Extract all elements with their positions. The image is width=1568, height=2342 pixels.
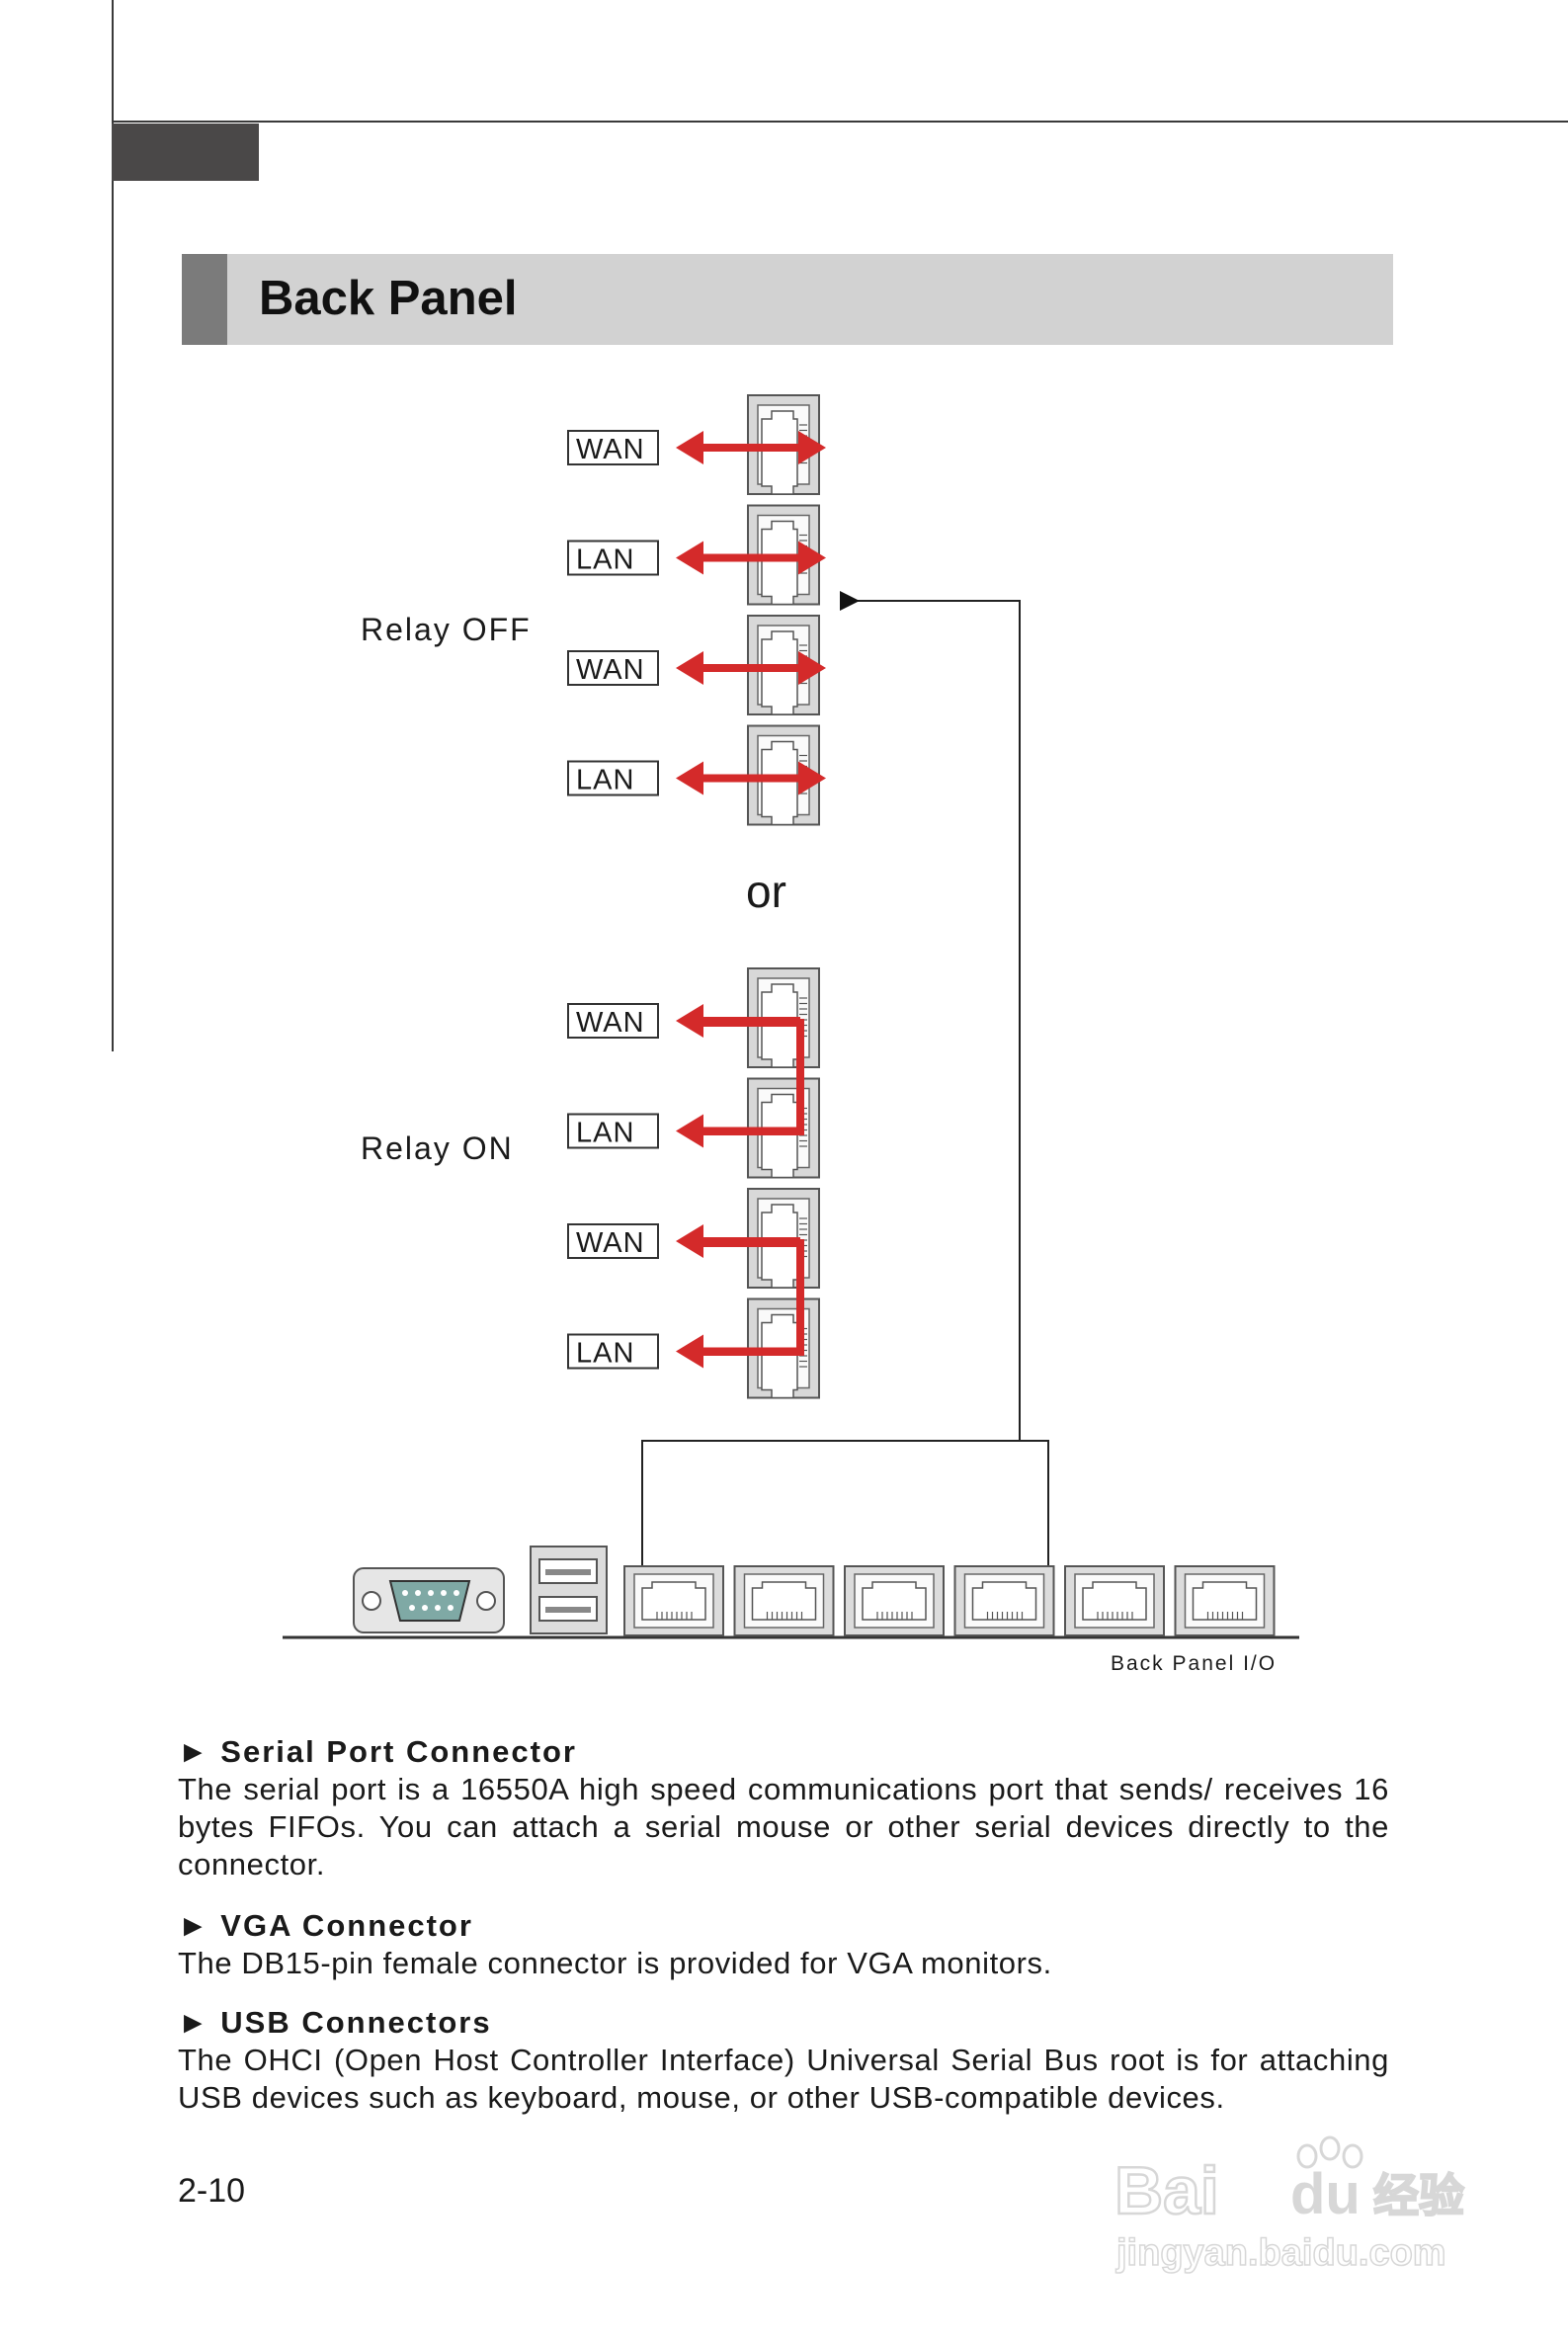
port-row: WAN bbox=[567, 1188, 820, 1289]
page-top-rule bbox=[112, 121, 1568, 123]
section-banner bbox=[182, 254, 1393, 345]
port-label-box bbox=[567, 650, 659, 686]
vga-body: The DB15-pin female connector is provide… bbox=[178, 1946, 1052, 1980]
back-panel-io: Back Panel I/O bbox=[283, 1546, 1299, 1675]
usb-body: The OHCI (Open Host Controller Interface… bbox=[178, 2043, 1389, 2115]
signal-arrow-head-left bbox=[676, 541, 703, 575]
signal-arrow-head-left bbox=[676, 431, 703, 464]
back-panel-caption: Back Panel I/O bbox=[1111, 1652, 1277, 1675]
port-row: WAN bbox=[567, 394, 826, 495]
section-banner-accent bbox=[182, 254, 227, 345]
relay-off-label: Relay OFF bbox=[361, 612, 532, 647]
port-row: WAN bbox=[567, 967, 820, 1068]
panel-lan-port bbox=[953, 1565, 1055, 1636]
serial-port-description: ► Serial Port Connector The serial port … bbox=[178, 1733, 1389, 1883]
signal-arrow-head-right bbox=[798, 541, 826, 575]
usb-connectors bbox=[530, 1546, 608, 1634]
signal-arrow-head-right bbox=[798, 761, 826, 795]
signal-arrow-head-left bbox=[676, 1114, 703, 1148]
signal-arrow-head-left bbox=[676, 761, 703, 795]
relay-on-port-group: WAN LAN WAN LAN bbox=[567, 967, 820, 1399]
panel-lan-port bbox=[844, 1565, 945, 1636]
watermark-cn: 经验 bbox=[1373, 2169, 1464, 2222]
port-label-box bbox=[567, 430, 659, 465]
relay-off-port-group: WAN LAN WAN LAN bbox=[567, 394, 826, 826]
bracket-leader-line bbox=[641, 591, 1049, 1571]
signal-arrow-head-left bbox=[676, 1224, 703, 1258]
port-row: WAN bbox=[567, 615, 826, 715]
watermark-url: jingyan.baidu.com bbox=[1115, 2232, 1446, 2274]
panel-lan-port bbox=[1174, 1565, 1276, 1636]
watermark-brand-suffix: du bbox=[1290, 2162, 1361, 2226]
relay-on-bridge-lines bbox=[692, 1019, 804, 1356]
port-row: LAN bbox=[567, 724, 826, 826]
chapter-tab bbox=[112, 124, 259, 181]
port-row: LAN bbox=[567, 504, 826, 606]
port-label: WAN bbox=[576, 1227, 645, 1259]
signal-arrow-head-left bbox=[676, 651, 703, 685]
port-label-box bbox=[567, 540, 659, 576]
serial-port-body: The serial port is a 16550A high speed c… bbox=[178, 1772, 1389, 1882]
panel-lan-port bbox=[623, 1565, 724, 1636]
signal-arrow-head-left bbox=[676, 1334, 703, 1369]
port-label-box bbox=[567, 1333, 659, 1370]
signal-arrow-head-left bbox=[676, 1004, 703, 1038]
port-label-box bbox=[567, 1003, 659, 1039]
port-label: WAN bbox=[576, 434, 645, 465]
port-label: LAN bbox=[576, 1118, 634, 1149]
port-label: LAN bbox=[576, 1338, 634, 1370]
or-label: or bbox=[746, 866, 786, 917]
usb-description: ► USB Connectors The OHCI (Open Host Con… bbox=[178, 2004, 1389, 2117]
section-title: Back Panel bbox=[259, 272, 518, 325]
port-label-box bbox=[567, 1223, 659, 1259]
signal-arrow-head-right bbox=[798, 431, 826, 464]
panel-lan-port bbox=[1064, 1565, 1165, 1636]
serial-port-heading: ► Serial Port Connector bbox=[178, 1734, 577, 1769]
baidu-watermark: Bai du 经验 jingyan.baidu.com bbox=[1114, 2135, 1465, 2275]
port-label: WAN bbox=[576, 654, 645, 686]
port-label-box bbox=[567, 1113, 659, 1149]
panel-lan-port bbox=[733, 1565, 835, 1636]
watermark-brand: Bai bbox=[1114, 2153, 1219, 2228]
page-number: 2-10 bbox=[178, 2172, 246, 2210]
page-left-rule bbox=[112, 0, 114, 1051]
relay-on-label: Relay ON bbox=[361, 1130, 514, 1166]
back-panel-diagram: Relay OFF Relay ON or WAN LAN WAN LAN WAN LA… bbox=[283, 394, 1299, 1675]
port-label: LAN bbox=[576, 544, 634, 576]
signal-arrow-head-right bbox=[798, 651, 826, 685]
serial-port-connector bbox=[353, 1567, 505, 1633]
vga-description: ► VGA Connector The DB15-pin female conn… bbox=[178, 1907, 1389, 1982]
port-label-box bbox=[567, 760, 659, 796]
usb-heading: ► USB Connectors bbox=[178, 2005, 492, 2040]
port-label: WAN bbox=[576, 1007, 645, 1039]
vga-heading: ► VGA Connector bbox=[178, 1908, 473, 1943]
port-label: LAN bbox=[576, 765, 634, 796]
